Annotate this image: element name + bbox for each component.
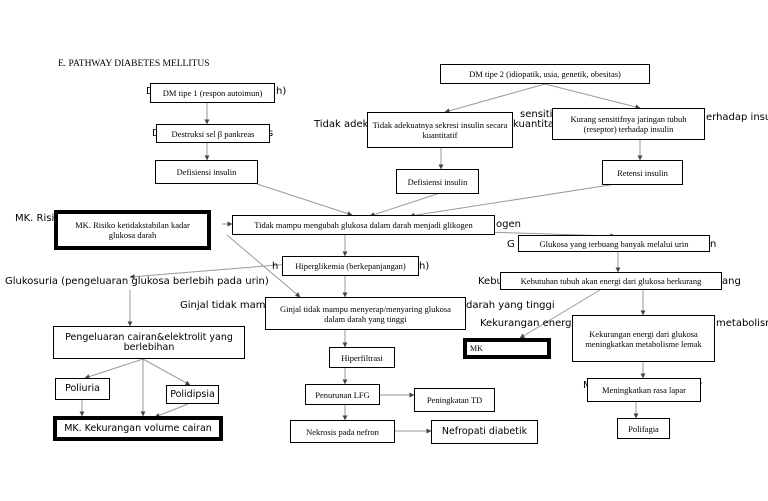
bg-text: G <box>507 239 515 250</box>
bg-text: Glukosuria (pengeluaran glukosa berlebih… <box>5 276 269 287</box>
node-destruksi-sel-beta: Destruksi sel β pankreas <box>156 124 270 143</box>
bg-text: metabolism <box>716 318 768 329</box>
bg-text: MK. Risi <box>15 213 55 224</box>
node-tidak-adekuat-sekresi: Tidak adekuatnya sekresi insulin secara … <box>367 112 513 148</box>
bg-text: ogen <box>496 219 521 230</box>
node-kurang-sensitif: Kurang sensitifnya jaringan tubuh (resep… <box>552 108 705 140</box>
bg-text: h) <box>276 86 287 97</box>
node-kekurangan-energi: Kekurangan energi dari glukosa meningkat… <box>572 315 715 362</box>
bg-text: ang <box>722 276 741 287</box>
node-mk-small: MK <box>463 338 551 359</box>
node-dm-tipe-1: DM tipe 1 (respon autoimun) <box>150 83 275 103</box>
node-mk-kekurangan-volume-cairan: MK. Kekurangan volume cairan <box>53 416 223 441</box>
bg-text: kuantita <box>513 119 555 130</box>
node-pengeluaran-cairan: Pengeluaran cairan&elektrolit yang berle… <box>53 326 245 359</box>
node-mk-risiko-ketidakstabilan: MK. Risiko ketidakstabilan kadar glukosa… <box>54 210 211 250</box>
node-nefropati-diabetik: Nefropati diabetik <box>431 420 538 444</box>
node-poliuria: Poliuria <box>55 378 110 400</box>
bg-text: h <box>272 261 279 272</box>
node-glukosa-terbuang: Glukosa yang terbuang banyak melalui uri… <box>518 235 710 252</box>
node-dm-tipe-2: DM tipe 2 (idiopatik, usia, genetik, obe… <box>440 64 650 84</box>
bg-text: D <box>152 128 160 140</box>
bg-text: erhadap insu <box>706 112 768 123</box>
node-hiperglikemia: Hiperglikemia (berkepanjangan) <box>282 256 419 276</box>
node-nekrosis-nefron: Nekrosis pada nefron <box>290 420 395 443</box>
node-hiperfiltrasi: Hiperfiltrasi <box>329 347 395 368</box>
bg-text: D <box>146 86 154 98</box>
bg-text: Kekurangan energ <box>480 318 572 329</box>
node-ginjal-tidak-mampu: Ginjal tidak mampu menyerap/menyaring gl… <box>265 297 466 330</box>
page-title: E. PATHWAY DIABETES MELLITUS <box>58 59 210 69</box>
bg-text: Kebu <box>478 276 503 287</box>
bg-text: n <box>710 239 717 250</box>
node-retensi-insulin: Retensi insulin <box>602 160 683 185</box>
node-penurunan-lfg: Penurunan LFG <box>305 384 380 405</box>
bg-text: h) <box>419 261 430 272</box>
bg-text: Ginjal tidak mam <box>180 300 266 311</box>
node-polifagia: Polifagia <box>617 418 670 439</box>
bg-text: sensitif <box>520 109 556 120</box>
node-polidipsia: Polidipsia <box>166 385 219 404</box>
bg-text: darah yang tinggi <box>466 300 555 311</box>
bg-text: s <box>268 128 274 139</box>
node-defisiensi-insulin-2: Defisiensi insulin <box>396 169 479 194</box>
node-peningkatan-td: Peningkatan TD <box>414 388 495 412</box>
node-kebutuhan-energi: Kebutuhan tubuh akan energi dari glukosa… <box>500 272 722 290</box>
node-defisiensi-insulin-1: Defisiensi insulin <box>155 160 258 184</box>
node-tidak-mampu-mengubah: Tidak mampu mengubah glukosa dalam darah… <box>232 215 495 235</box>
node-meningkatkan-rasa-lapar: Meningkatkan rasa lapar <box>587 378 701 402</box>
bg-text: Tidak adek <box>314 119 369 130</box>
